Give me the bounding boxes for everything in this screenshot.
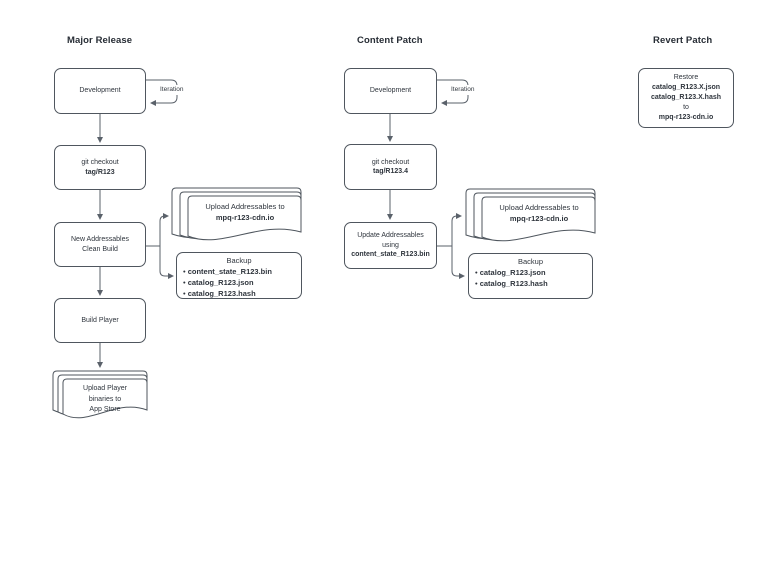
doc-line: Upload Addressables to: [205, 202, 285, 211]
build-player-node: Build Player: [54, 298, 146, 343]
node-label: to: [683, 104, 689, 111]
upload-player-text: Upload Player binaries to App Store: [65, 384, 145, 416]
doc-line: Upload Addressables to: [499, 203, 579, 212]
backup-item: content_state_R123.bin: [183, 266, 301, 277]
cdn-host-label: mpq-r123-cdn.io: [509, 214, 569, 223]
backup-item: catalog_R123.hash: [183, 288, 301, 299]
column-title-content-patch: Content Patch: [357, 35, 423, 46]
backup-item: catalog_R123.json: [475, 267, 592, 278]
upload-addressables-text-major: Upload Addressables to mpq-r123-cdn.io: [189, 201, 301, 223]
cdn-host-label: mpq-r123-cdn.io: [215, 213, 275, 222]
restore-node: Restore catalog_R123.X.json catalog_R123…: [638, 68, 734, 128]
backup-item: catalog_R123.json: [183, 277, 301, 288]
catalog-hash-label: catalog_R123.X.hash: [650, 94, 722, 101]
branch-to-upload-addressables-major: [159, 213, 169, 246]
node-label: Clean Build: [82, 245, 118, 253]
iteration-label-patch: Iteration: [449, 85, 477, 95]
arrows-content-patch: [387, 79, 469, 279]
clean-build-node: New Addressables Clean Build: [54, 222, 146, 267]
upload-addressables-document-patch: [465, 188, 596, 242]
node-label: Update Addressables: [357, 232, 424, 240]
node-label: git checkout: [371, 158, 410, 166]
git-checkout-node-patch: git checkout tag/R123.4: [344, 144, 437, 190]
node-label: git checkout: [81, 159, 119, 166]
upload-addressables-text-patch: Upload Addressables to mpq-r123-cdn.io: [483, 202, 595, 224]
upload-addressables-document-major: [171, 187, 302, 241]
backup-item-list: content_state_R123.bin catalog_R123.json…: [177, 266, 301, 299]
iteration-label-major: Iteration: [158, 85, 186, 95]
document-page-front: [62, 378, 148, 419]
node-label: Restore: [673, 74, 699, 81]
node-label: Development: [79, 87, 121, 95]
backup-node-patch: Backup catalog_R123.json catalog_R123.ha…: [468, 253, 593, 299]
backup-node-major: Backup content_state_R123.bin catalog_R1…: [176, 252, 302, 299]
backup-title: Backup: [517, 257, 544, 266]
node-label: Development: [369, 87, 412, 95]
doc-line: App Store: [89, 406, 121, 413]
doc-line: binaries to: [88, 395, 122, 403]
backup-item-list: catalog_R123.json catalog_R123.hash: [469, 267, 592, 289]
content-state-label: content_state_R123.bin: [351, 251, 430, 259]
branch-to-backup-patch: [451, 246, 465, 279]
node-label: New Addressables: [71, 236, 129, 243]
column-title-revert-patch: Revert Patch: [653, 35, 713, 46]
backup-title: Backup: [226, 256, 252, 265]
development-node-major: Development: [54, 68, 146, 114]
cdn-host-label: mpq-r123-cdn.io: [658, 114, 714, 121]
development-node-patch: Development: [344, 68, 437, 114]
document-page-front: [481, 196, 596, 242]
column-title-major-release: Major Release: [67, 35, 133, 46]
git-tag-label: tag/R123.4: [372, 168, 409, 175]
doc-line: Upload Player: [83, 385, 127, 392]
git-tag-label: tag/R123: [85, 168, 115, 176]
catalog-json-label: catalog_R123.X.json: [651, 84, 721, 91]
document-page-front: [187, 195, 302, 241]
git-checkout-node-major: git checkout tag/R123: [54, 145, 146, 190]
update-addressables-node: Update Addressables using content_state_…: [344, 222, 437, 269]
upload-player-document: [52, 370, 148, 419]
backup-item: catalog_R123.hash: [475, 278, 592, 289]
node-label: using: [382, 241, 399, 249]
branch-to-upload-addressables-patch: [451, 213, 462, 246]
node-label: Build Player: [81, 316, 119, 324]
branch-to-backup-major: [159, 246, 174, 279]
